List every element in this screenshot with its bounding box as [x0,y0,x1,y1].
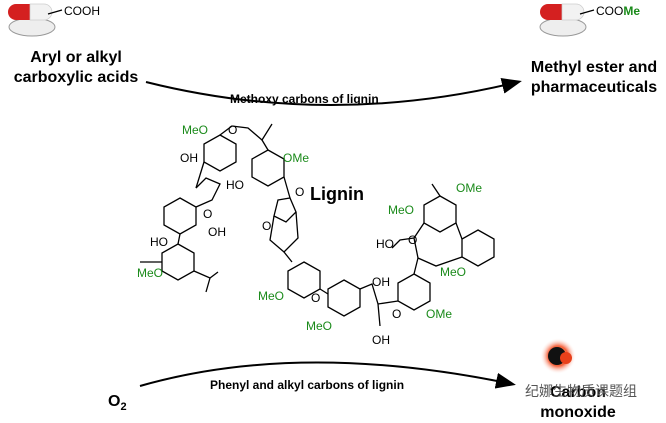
lignin-structure [140,123,495,327]
o-label-2: O [203,207,212,221]
ome-label-2: OMe [426,307,452,321]
meo-label-4: MeO [306,319,332,333]
o-label-6: O [392,307,401,321]
o-label-1: O [228,123,237,137]
oh-label-1: OH [180,151,198,165]
ho-label-2: HO [150,235,168,249]
o-label-5: O [311,291,320,305]
o-label-7: O [408,233,417,247]
pill-icon-left: COOH [8,3,100,37]
top-arrow [145,78,522,106]
o-label-4: O [295,185,304,199]
meo-label-6: MeO [440,265,466,279]
meo-label-1: MeO [182,123,208,137]
acid-group: COOH [64,4,100,18]
meo-label-2: MeO [137,266,163,280]
oxygen-reagent: O2 [108,393,127,414]
ome-label-3: OMe [456,181,482,195]
ester-group: COOMe [596,4,640,18]
co-label: Carbon monoxide [540,384,616,421]
ho-label-1: HO [226,178,244,192]
o-label-3: O [262,219,271,233]
bottom-arrow [139,361,516,389]
oh-label-4: OH [372,333,390,347]
acid-label: Aryl or alkyl carboxylic acids [13,49,139,86]
watermark: 纪娜生物质课题组 [525,383,637,399]
oh-label-2: OH [208,225,226,239]
meo-label-3: MeO [258,289,284,303]
meo-label-5: MeO [388,203,414,217]
ester-label: Methyl ester and pharmaceuticals [530,59,658,96]
pill-icon-right: COOMe [539,3,640,37]
oh-label-3: OH [372,275,390,289]
lignin-label: Lignin [310,184,364,204]
carbon-monoxide-icon [540,338,576,374]
bottom-arrow-label: Phenyl and alkyl carbons of lignin [210,378,405,392]
ome-label-1: OMe [283,151,309,165]
ho-label-3: HO [376,237,394,251]
